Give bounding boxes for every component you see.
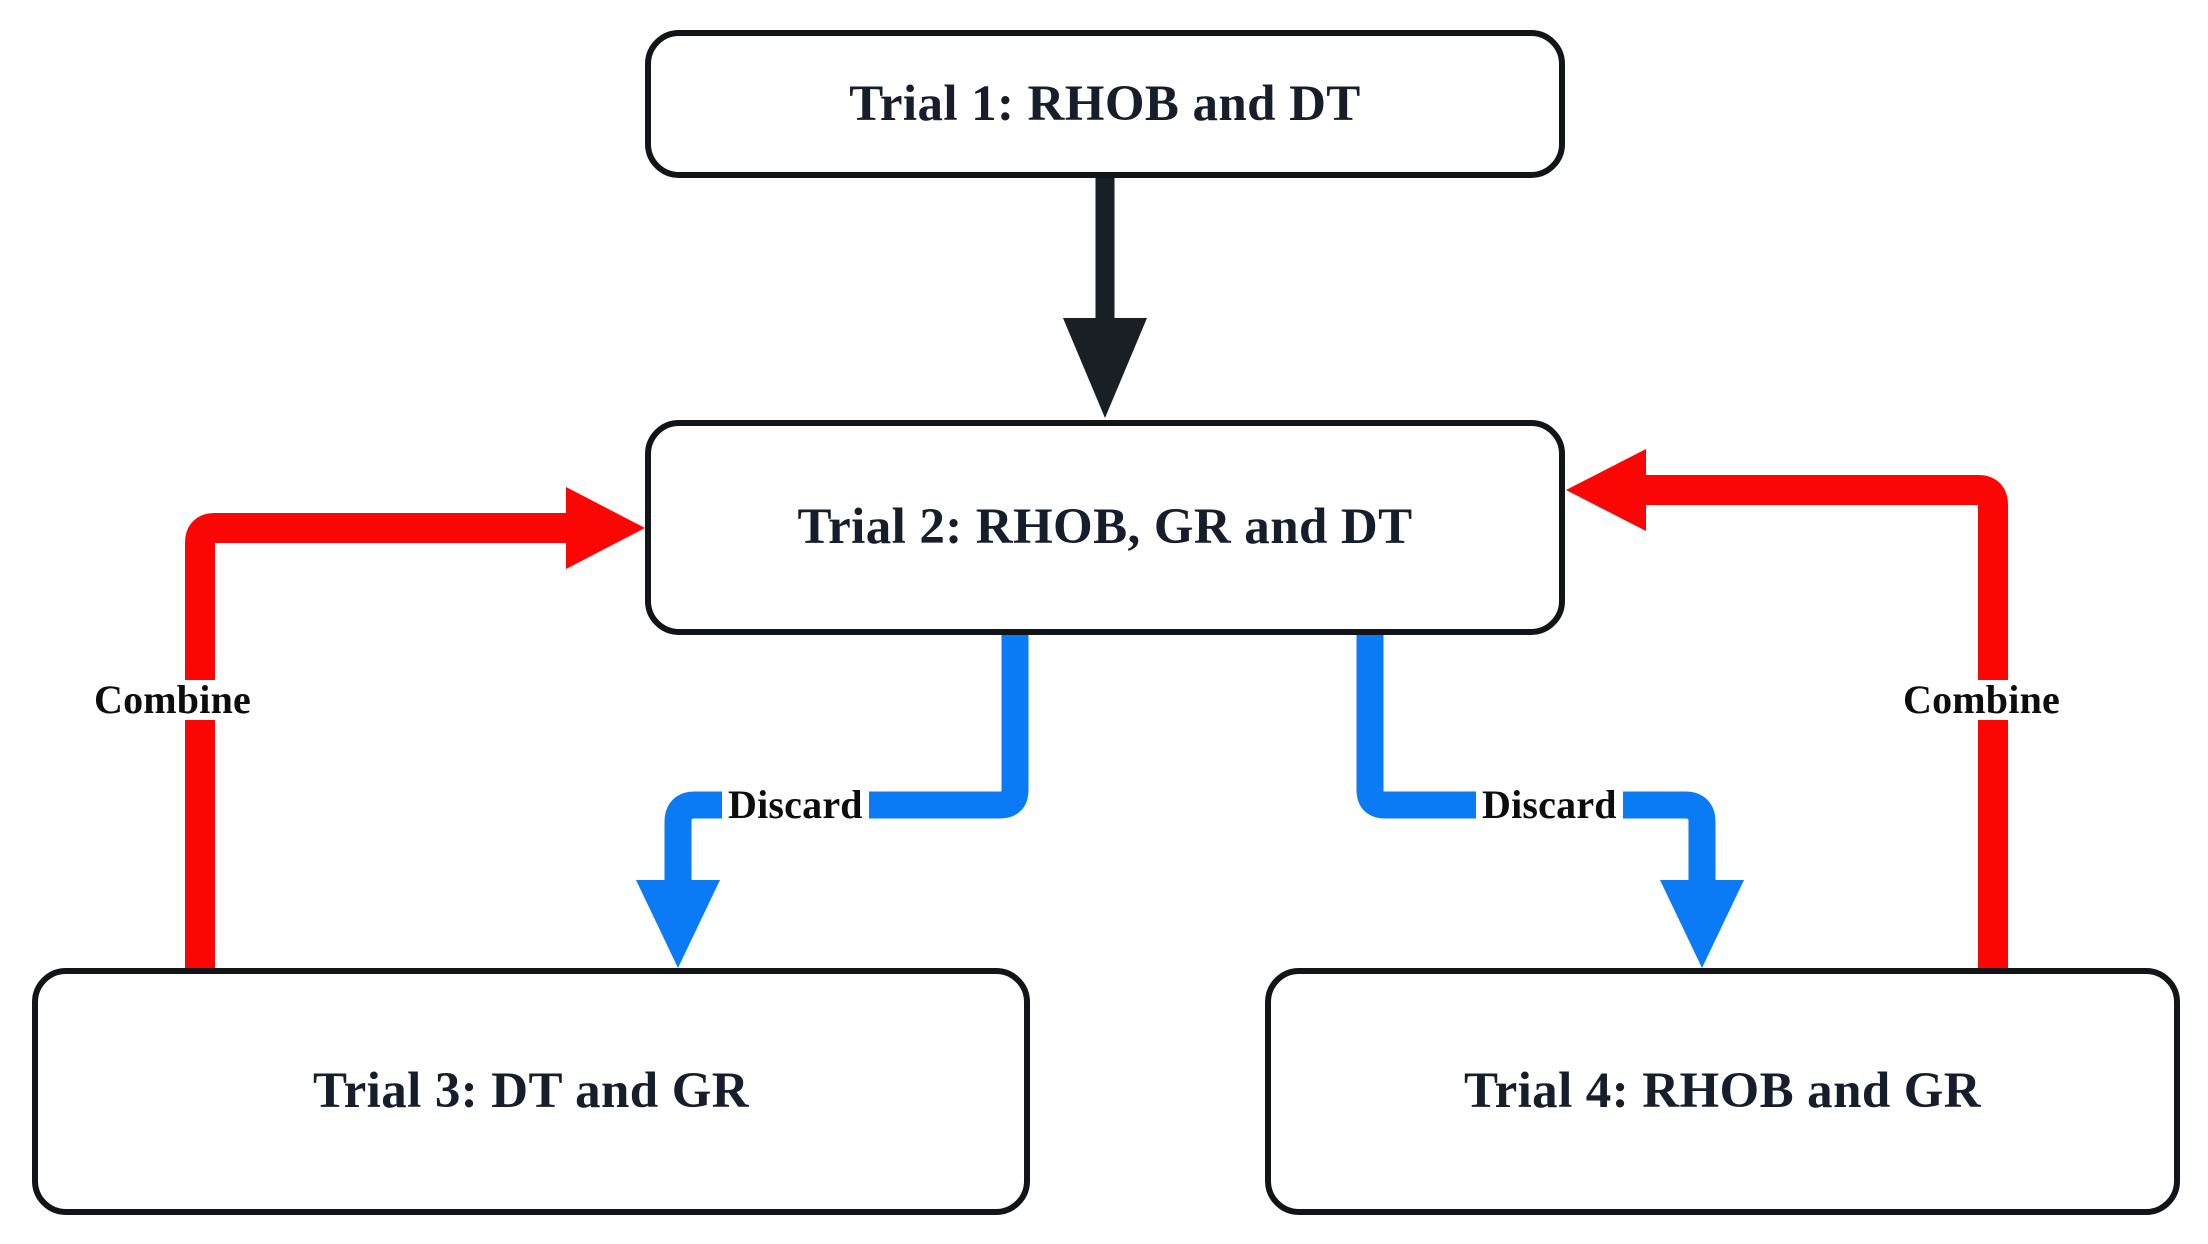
node-trial-3-label: Trial 3: DT and GR: [312, 1063, 750, 1119]
node-trial-3[interactable]: Trial 3: DT and GR: [32, 968, 1030, 1215]
edge-trial3-to-trial2-combine: [185, 487, 645, 968]
node-trial-1-label: Trial 1: RHOB and DT: [849, 75, 1361, 132]
node-trial-2-label: Trial 2: RHOB, GR and DT: [797, 499, 1413, 555]
edge-trial1-to-trial2: [1063, 178, 1147, 418]
edge-trial4-to-trial2-combine: [1566, 449, 2008, 968]
node-trial-2[interactable]: Trial 2: RHOB, GR and DT: [645, 420, 1565, 635]
node-trial-1[interactable]: Trial 1: RHOB and DT: [645, 30, 1565, 178]
edge-label-discard-left: Discard: [722, 785, 869, 825]
edge-label-combine-right: Combine: [1897, 680, 2066, 720]
node-trial-4-label: Trial 4: RHOB and GR: [1463, 1063, 1982, 1119]
edge-label-discard-right: Discard: [1476, 785, 1623, 825]
edge-label-combine-left: Combine: [88, 680, 257, 720]
node-trial-4[interactable]: Trial 4: RHOB and GR: [1265, 968, 2180, 1215]
